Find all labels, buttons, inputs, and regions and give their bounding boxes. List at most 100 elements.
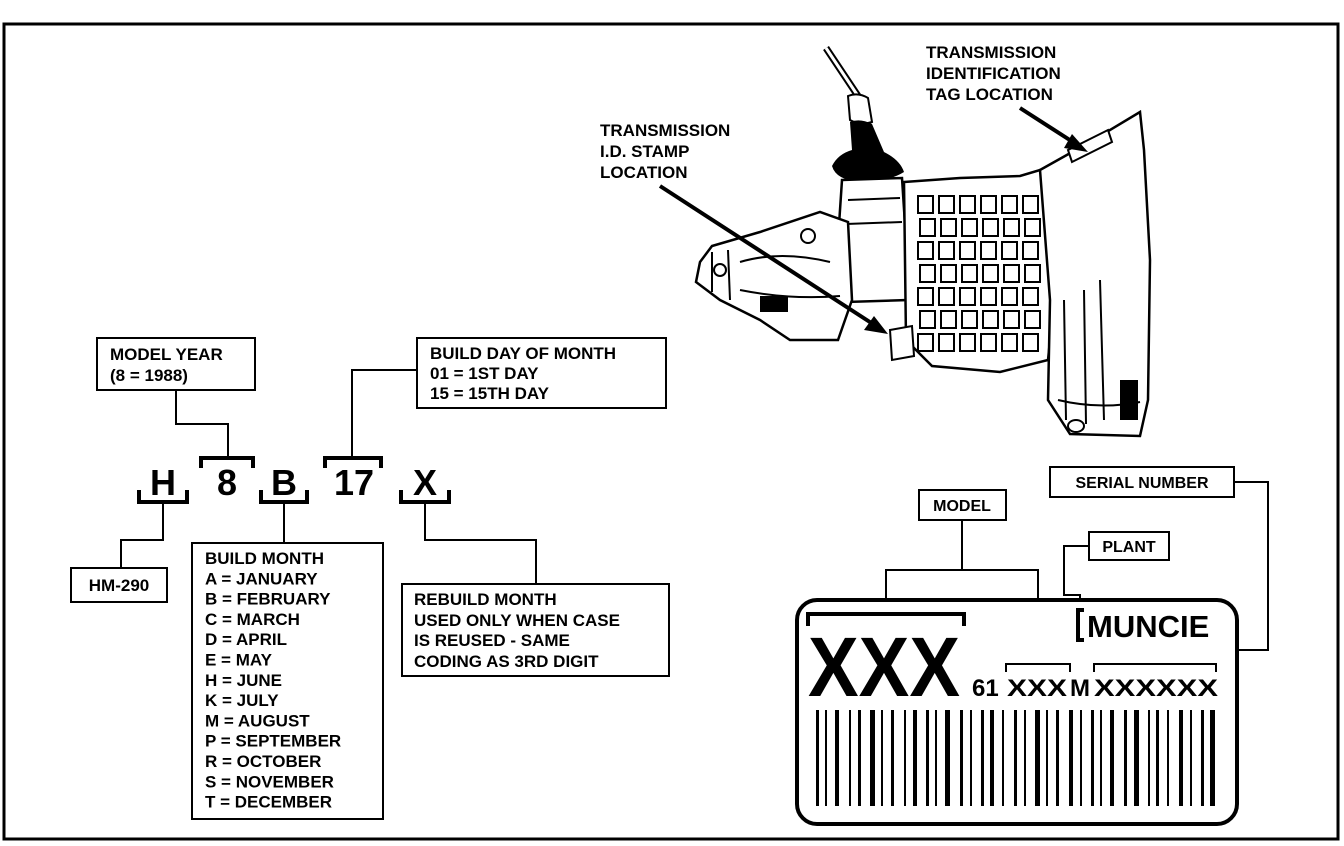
case-rib-cell bbox=[1001, 195, 1018, 214]
barcode-bar bbox=[1190, 710, 1192, 806]
case-rib-cell bbox=[938, 287, 955, 306]
tag-label-line-3: TAG LOCATION bbox=[926, 85, 1053, 104]
build-month-entry: S = NOVEMBER bbox=[205, 772, 334, 791]
case-rib-cell bbox=[1003, 218, 1020, 237]
barcode-bar bbox=[990, 710, 994, 806]
case-rib-cell bbox=[1024, 264, 1041, 283]
case-rib-cell bbox=[1024, 218, 1041, 237]
stamp-label-line-2: I.D. STAMP bbox=[600, 142, 689, 161]
barcode-bar bbox=[858, 710, 861, 806]
id-tag: MUNCIE XXX 61 XXX M XXXXXX bbox=[795, 598, 1239, 826]
barcode-bar bbox=[1069, 710, 1073, 806]
case-rib-cell bbox=[919, 310, 936, 329]
model-year-callout: MODEL YEAR (8 = 1988) bbox=[96, 337, 256, 458]
code-digit-year: 8 bbox=[217, 462, 237, 503]
build-month-entry: K = JULY bbox=[205, 691, 279, 710]
barcode-bar bbox=[825, 710, 827, 806]
case-rib-cell bbox=[919, 264, 936, 283]
barcode-bar bbox=[816, 710, 819, 806]
case-rib-cell bbox=[961, 264, 978, 283]
build-month-entry: A = JANUARY bbox=[205, 569, 318, 588]
case-rib-cell bbox=[980, 241, 997, 260]
barcode-bar bbox=[1210, 710, 1215, 806]
tag-code-letter: M bbox=[1070, 675, 1090, 702]
build-month-entry: P = SEPTEMBER bbox=[205, 732, 341, 751]
barcode-bar bbox=[849, 710, 851, 806]
model-year-value: (8 = 1988) bbox=[110, 366, 188, 385]
case-rib-cell bbox=[1003, 310, 1020, 329]
arrow-head-icon bbox=[1064, 134, 1088, 152]
case-rib-cell bbox=[938, 333, 955, 352]
barcode-bar bbox=[1124, 710, 1127, 806]
case-rib-cell bbox=[961, 218, 978, 237]
build-month-entry: D = APRIL bbox=[205, 630, 287, 649]
case-rib-cell bbox=[940, 218, 957, 237]
barcode-bar bbox=[960, 710, 963, 806]
code-digit-day: 17 bbox=[334, 462, 374, 503]
tag-location-callout: TRANSMISSION IDENTIFICATION TAG LOCATION bbox=[926, 43, 1088, 152]
barcode-bar bbox=[1179, 710, 1183, 806]
model-label: MODEL bbox=[933, 498, 991, 515]
case-rib-cell bbox=[1001, 241, 1018, 260]
barcode bbox=[816, 710, 1215, 806]
tag-label-line-1: TRANSMISSION bbox=[926, 43, 1056, 62]
build-day-line-2: 15 = 15TH DAY bbox=[430, 384, 550, 403]
case-rib-cell bbox=[982, 264, 999, 283]
plant-label: PLANT bbox=[1102, 539, 1156, 556]
case-rib-cell bbox=[1022, 195, 1039, 214]
build-month-entry: B = FEBRUARY bbox=[205, 590, 331, 609]
model-year-label: MODEL YEAR bbox=[110, 345, 223, 364]
code-digit-month: B bbox=[271, 462, 297, 503]
build-month-entry: M = AUGUST bbox=[205, 711, 310, 730]
case-rib-cell bbox=[959, 333, 976, 352]
case-rib-cell bbox=[917, 287, 934, 306]
tag-label-line-2: IDENTIFICATION bbox=[926, 64, 1061, 83]
barcode-bar bbox=[945, 710, 950, 806]
barcode-bar bbox=[1148, 710, 1150, 806]
code-digit-h: H bbox=[150, 462, 176, 503]
case-rib-cell bbox=[919, 218, 936, 237]
code-characters: H 8 B 17 X bbox=[137, 456, 451, 504]
diagram-frame bbox=[2, 22, 1340, 841]
case-rib-cell bbox=[1003, 264, 1020, 283]
stamp-label-line-3: LOCATION bbox=[600, 163, 688, 182]
barcode-bar bbox=[1156, 710, 1159, 806]
transmission-case-ribs bbox=[917, 195, 1041, 352]
case-rib-cell bbox=[917, 333, 934, 352]
build-month-entry: C = MARCH bbox=[205, 610, 300, 629]
case-rib-cell bbox=[961, 310, 978, 329]
case-rib-cell bbox=[1022, 241, 1039, 260]
case-rib-cell bbox=[982, 218, 999, 237]
build-month-label: BUILD MONTH bbox=[205, 549, 324, 568]
barcode-bar bbox=[970, 710, 972, 806]
case-rib-cell bbox=[1022, 333, 1039, 352]
barcode-bar bbox=[891, 710, 894, 806]
tag-code-prefix: 61 bbox=[972, 675, 999, 702]
barcode-bar bbox=[1002, 710, 1004, 806]
barcode-bar bbox=[870, 710, 875, 806]
tag-serial-value: XXXXXX bbox=[1094, 675, 1218, 702]
code-digit-rebuild: X bbox=[413, 462, 437, 503]
case-rib-cell bbox=[1001, 333, 1018, 352]
id-tag-callouts: SERIAL NUMBER MODEL PLANT bbox=[885, 466, 1269, 664]
case-rib-cell bbox=[940, 310, 957, 329]
barcode-bar bbox=[1167, 710, 1169, 806]
stamp-location-callout: TRANSMISSION I.D. STAMP LOCATION bbox=[600, 121, 888, 334]
barcode-bar bbox=[1201, 710, 1204, 806]
rebuild-month-callout: REBUILD MONTH USED ONLY WHEN CASE IS REU… bbox=[401, 502, 670, 677]
barcode-bar bbox=[1014, 710, 1017, 806]
barcode-bar bbox=[1035, 710, 1040, 806]
case-rib-cell bbox=[940, 264, 957, 283]
case-rib-cell bbox=[982, 310, 999, 329]
barcode-bar bbox=[913, 710, 917, 806]
build-day-callout: BUILD DAY OF MONTH 01 = 1ST DAY 15 = 15T… bbox=[351, 337, 667, 458]
barcode-bar bbox=[981, 710, 984, 806]
case-rib-cell bbox=[959, 195, 976, 214]
case-rib-cell bbox=[1022, 287, 1039, 306]
build-month-entry: E = MAY bbox=[205, 651, 273, 670]
model-code-value: HM-290 bbox=[89, 576, 149, 595]
model-code-callout: HM-290 bbox=[70, 502, 168, 603]
